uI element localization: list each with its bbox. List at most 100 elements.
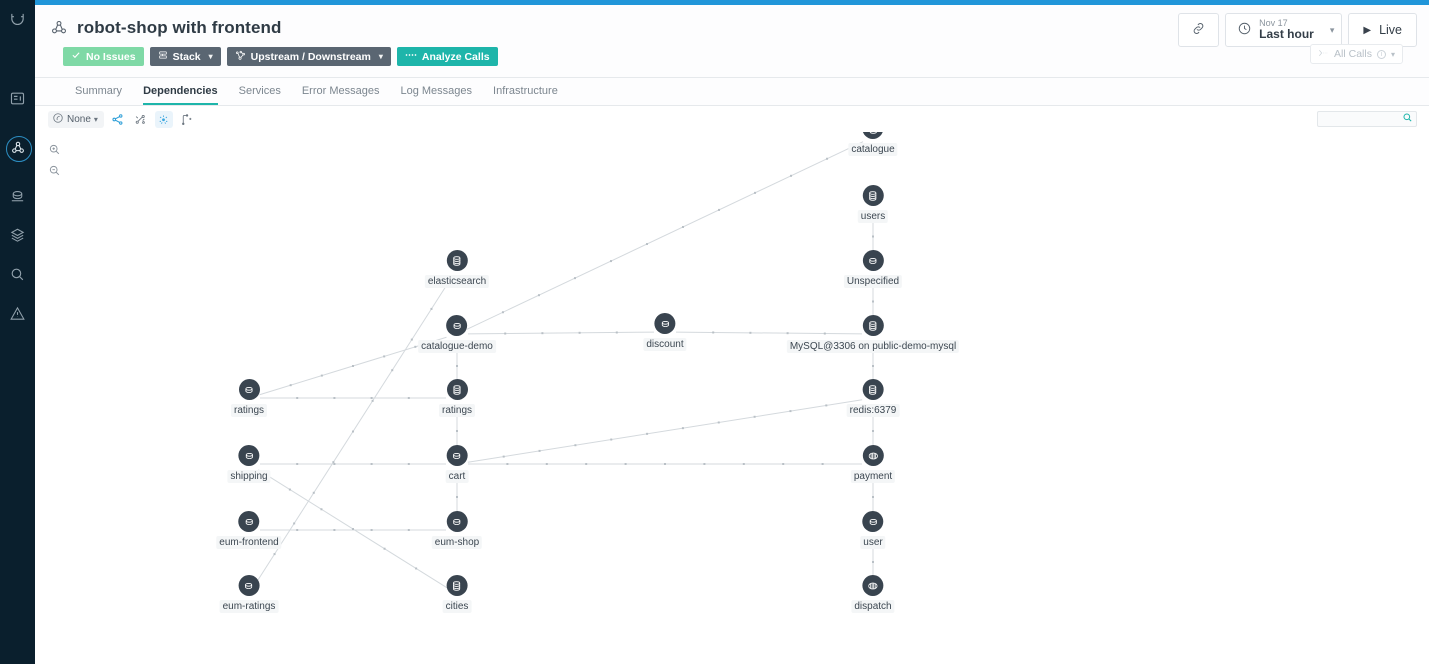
graph-node-elasticsearch[interactable]: elasticsearch bbox=[424, 250, 490, 288]
search-input[interactable] bbox=[1317, 110, 1417, 127]
sidebar-item-analytics[interactable] bbox=[0, 255, 35, 294]
graph-node-payment[interactable]: payment bbox=[850, 445, 896, 483]
copy-link-button[interactable] bbox=[1178, 13, 1220, 47]
graph-node-label: eum-frontend bbox=[216, 536, 282, 549]
no-issues-button[interactable]: No Issues bbox=[63, 47, 144, 66]
graph-edge-flow-dot bbox=[682, 225, 685, 228]
service-node-icon bbox=[446, 445, 468, 466]
graph-edge-flow-dot bbox=[681, 427, 684, 430]
calls-filter-icon bbox=[1318, 48, 1329, 61]
graph-node-dispatch[interactable]: dispatch bbox=[851, 575, 895, 613]
graph-node-shipping[interactable]: shipping bbox=[227, 445, 271, 483]
highlight-nodes-icon[interactable] bbox=[154, 110, 173, 128]
graph-node-eum-shop[interactable]: eum-shop bbox=[431, 511, 483, 549]
service-node-icon bbox=[238, 511, 260, 532]
chevron-down-icon: ▾ bbox=[208, 52, 213, 61]
graph-node-user[interactable]: user bbox=[860, 511, 886, 549]
queue-node-icon bbox=[862, 575, 884, 596]
graph-edge-flow-dot bbox=[410, 338, 413, 341]
graph-node-label: catalogue-demo bbox=[418, 340, 496, 353]
sidebar-item-dashboards[interactable] bbox=[0, 79, 35, 118]
zoom-in-icon[interactable] bbox=[48, 143, 62, 157]
graph-edge-flow-dot bbox=[293, 522, 296, 525]
service-node-icon bbox=[238, 575, 260, 596]
graph-node-label: ratings bbox=[230, 404, 268, 417]
graph-edge bbox=[467, 399, 863, 463]
tab-log-messages[interactable]: Log Messages bbox=[400, 85, 473, 97]
analytics-icon bbox=[9, 266, 26, 283]
sidebar-item-services[interactable] bbox=[0, 177, 35, 216]
sidebar-item-applications[interactable] bbox=[0, 128, 35, 167]
all-calls-filter[interactable]: All Calls i ▾ bbox=[1310, 44, 1403, 64]
stack-button[interactable]: Stack ▾ bbox=[149, 47, 221, 66]
graph-edge-flow-dot bbox=[370, 529, 373, 531]
live-button[interactable]: ▶ Live bbox=[1348, 13, 1417, 47]
tab-dependencies[interactable]: Dependencies bbox=[143, 85, 218, 105]
page-header: robot-shop with frontend bbox=[35, 5, 1429, 78]
graph-node-ratings-left[interactable]: ratings bbox=[230, 379, 268, 417]
graph-edge-flow-dot bbox=[296, 463, 299, 465]
graph-node-catalogue[interactable]: catalogue bbox=[848, 132, 898, 156]
clock-icon bbox=[1237, 21, 1252, 39]
graph-node-cities[interactable]: cities bbox=[442, 575, 472, 613]
graph-search-wrap bbox=[1317, 108, 1417, 127]
graph-edge-flow-dot bbox=[754, 191, 757, 194]
graph-edge-flow-dot bbox=[578, 331, 581, 334]
application-perspective-icon bbox=[49, 18, 69, 38]
graph-node-users[interactable]: users bbox=[857, 185, 889, 223]
graph-edge-flow-dot bbox=[312, 491, 315, 494]
time-range-picker[interactable]: Nov 17 Last hour ▾ bbox=[1225, 13, 1343, 47]
graph-node-mysql[interactable]: MySQL@3306 on public-demo-mysql bbox=[786, 315, 960, 353]
graph-node-redis[interactable]: redis:6379 bbox=[846, 379, 900, 417]
graph-node-eum-ratings[interactable]: eum-ratings bbox=[219, 575, 279, 613]
database-node-icon bbox=[446, 575, 468, 596]
tab-summary[interactable]: Summary bbox=[75, 85, 123, 97]
sidebar-item-infrastructure[interactable] bbox=[0, 216, 35, 255]
graph-edge-flow-dot bbox=[872, 365, 874, 367]
dots-icon bbox=[405, 50, 417, 63]
dashboard-icon bbox=[9, 90, 26, 107]
service-node-icon bbox=[654, 313, 676, 334]
graph-edge-flow-dot bbox=[407, 397, 410, 399]
shuffle-layout-icon[interactable] bbox=[132, 111, 150, 128]
share-graph-icon[interactable] bbox=[109, 111, 127, 128]
expand-graph-icon[interactable] bbox=[178, 111, 196, 128]
graph-node-label: user bbox=[860, 536, 886, 549]
zoom-out-icon[interactable] bbox=[48, 164, 62, 178]
tab-error-messages[interactable]: Error Messages bbox=[301, 85, 380, 97]
graph-node-discount[interactable]: discount bbox=[643, 313, 687, 351]
graph-node-eum-frontend[interactable]: eum-frontend bbox=[216, 511, 282, 549]
live-label: Live bbox=[1379, 23, 1402, 37]
title-row: robot-shop with frontend bbox=[49, 5, 1415, 47]
graph-edge-flow-dot bbox=[537, 294, 540, 297]
tab-infrastructure[interactable]: Infrastructure bbox=[493, 85, 558, 97]
upstream-downstream-button[interactable]: Upstream / Downstream ▾ bbox=[226, 47, 391, 66]
graph-node-catalogue-demo[interactable]: catalogue-demo bbox=[418, 315, 496, 353]
graph-edge-flow-dot bbox=[504, 332, 507, 335]
graph-edge-flow-dot bbox=[288, 488, 291, 491]
analyze-calls-button[interactable]: Analyze Calls bbox=[396, 47, 498, 66]
graph-layout-select[interactable]: None ▾ bbox=[48, 110, 104, 128]
service-node-icon bbox=[862, 511, 884, 532]
graph-edge-flow-dot bbox=[352, 528, 354, 530]
graph-node-unspecified[interactable]: Unspecified bbox=[843, 250, 903, 288]
database-node-icon bbox=[446, 379, 468, 400]
stack-icon bbox=[158, 50, 168, 63]
graph-edge-flow-dot bbox=[790, 174, 793, 177]
graph-node-label: discount bbox=[643, 338, 687, 351]
graph-node-label: shipping bbox=[227, 470, 271, 483]
graph-node-label: cities bbox=[442, 600, 472, 613]
database-node-icon bbox=[862, 315, 884, 336]
graph-node-label: eum-shop bbox=[431, 536, 483, 549]
sidebar-item-logo[interactable] bbox=[0, 0, 35, 39]
info-icon[interactable]: i bbox=[1376, 49, 1386, 59]
tab-services[interactable]: Services bbox=[238, 85, 281, 97]
sidebar-item-events[interactable] bbox=[0, 294, 35, 333]
graph-node-ratings-right[interactable]: ratings bbox=[438, 379, 476, 417]
graph-edge-flow-dot bbox=[573, 277, 576, 280]
play-icon: ▶ bbox=[1363, 24, 1372, 36]
graph-edge-flow-dot bbox=[383, 547, 386, 550]
graph-node-cart[interactable]: cart bbox=[445, 445, 469, 483]
graph-edge-flow-dot bbox=[371, 399, 374, 402]
